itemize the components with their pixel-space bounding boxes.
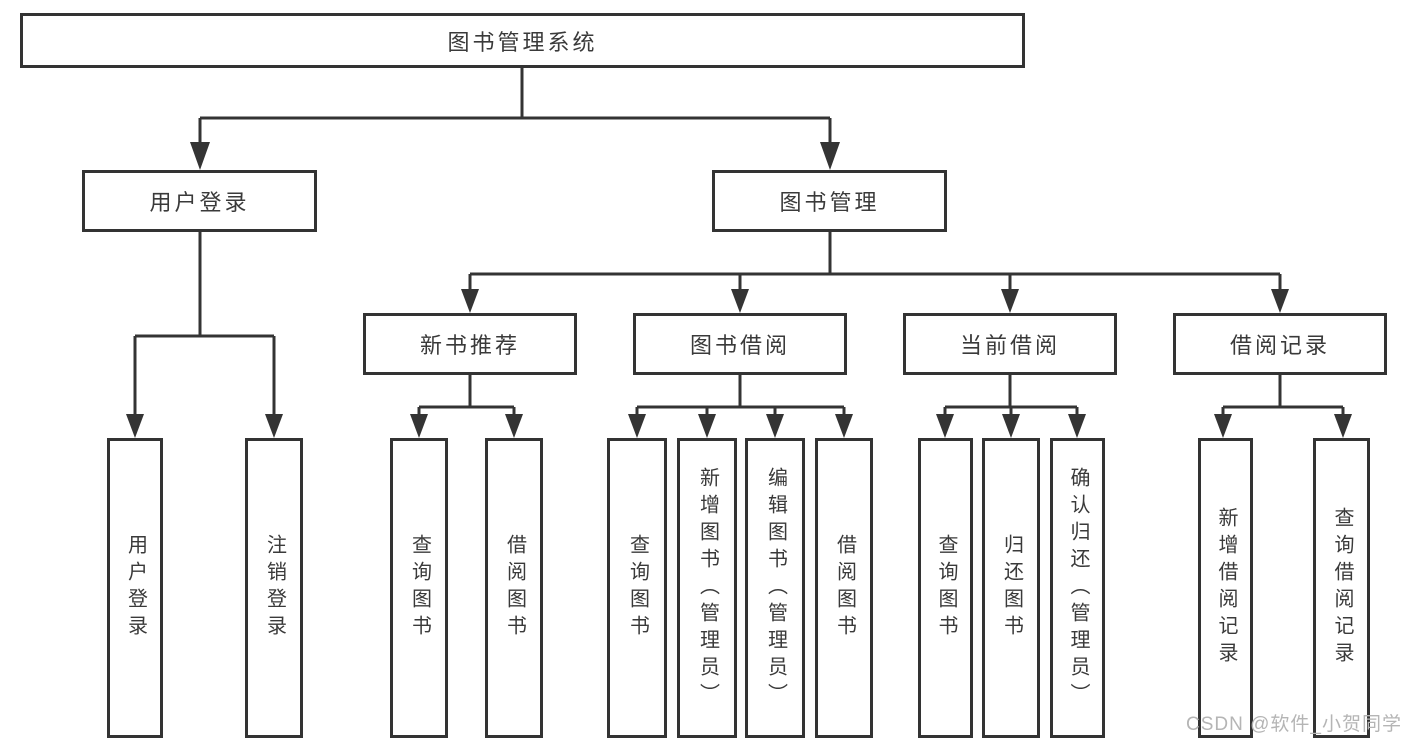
node-label: 用户登录	[124, 534, 147, 642]
leaf-edit-books-admin: 编辑图书（管理员）	[745, 438, 805, 738]
node-label: 查询图书	[408, 534, 431, 642]
arrowhead	[1068, 414, 1086, 438]
arrowhead	[1214, 414, 1232, 438]
node-label: 借阅记录	[1229, 333, 1330, 358]
leaf-query-books-1: 查询图书	[390, 438, 448, 738]
leaf-add-borrow-record: 新增借阅记录	[1198, 438, 1253, 738]
arrowhead	[1001, 289, 1019, 313]
node-library-management-system: 图书管理系统	[20, 13, 1025, 68]
arrowhead	[1271, 289, 1289, 313]
node-label: 查询借阅记录	[1331, 507, 1353, 669]
arrowhead	[126, 414, 144, 438]
node-borrow-records: 借阅记录	[1173, 313, 1387, 375]
node-current-borrow: 当前借阅	[903, 313, 1117, 375]
node-label: 查询图书	[935, 534, 957, 642]
node-label: 编辑图书（管理员）	[764, 466, 787, 710]
arrowhead	[835, 414, 853, 438]
leaf-borrow-books-2: 借阅图书	[815, 438, 873, 738]
arrowhead	[190, 142, 210, 170]
arrowhead	[766, 414, 784, 438]
leaf-borrow-books-1: 借阅图书	[485, 438, 543, 738]
connector-user-login-children	[133, 232, 276, 424]
leaf-add-books-admin: 新增图书（管理员）	[677, 438, 737, 738]
node-book-management: 图书管理	[712, 170, 947, 232]
connector-borrow-records-children	[1221, 375, 1345, 424]
leaf-confirm-return-admin: 确认归还（管理员）	[1050, 438, 1105, 738]
node-label: 查询图书	[626, 534, 649, 642]
node-label: 当前借阅	[959, 333, 1060, 358]
node-book-borrow: 图书借阅	[633, 313, 847, 375]
arrowhead	[505, 414, 523, 438]
node-label: 图书借阅	[689, 333, 790, 358]
leaf-logout: 注销登录	[245, 438, 303, 738]
node-label: 新增借阅记录	[1215, 507, 1237, 669]
leaf-user-login: 用户登录	[107, 438, 163, 738]
node-label: 图书管理系统	[447, 29, 598, 55]
connector-new-book-recommend-children	[417, 375, 516, 424]
node-new-book-recommend: 新书推荐	[363, 313, 577, 375]
node-label: 确认归还（管理员）	[1067, 466, 1089, 710]
arrowhead	[410, 414, 428, 438]
watermark: CSDN @软件_小贺同学	[1186, 714, 1402, 735]
node-label: 借阅图书	[503, 534, 526, 642]
node-label: 新书推荐	[419, 333, 520, 358]
node-label: 借阅图书	[833, 534, 856, 642]
arrowhead	[265, 414, 283, 438]
node-label: 用户登录	[149, 190, 250, 215]
arrowhead	[936, 414, 954, 438]
leaf-query-books-3: 查询图书	[918, 438, 973, 738]
node-label: 新增图书（管理员）	[696, 466, 719, 710]
arrowhead	[698, 414, 716, 438]
arrowhead	[820, 142, 840, 170]
leaf-query-books-2: 查询图书	[607, 438, 667, 738]
node-label: 注销登录	[263, 534, 286, 642]
connector-root-to-level2	[198, 68, 832, 150]
connector-book-management-children	[468, 232, 1282, 299]
connector-book-borrow-children	[635, 375, 846, 424]
arrowhead	[731, 289, 749, 313]
node-label: 归还图书	[1000, 534, 1023, 642]
node-label: 图书管理	[779, 190, 880, 215]
arrowhead	[628, 414, 646, 438]
arrowhead	[1002, 414, 1020, 438]
arrowhead	[461, 289, 479, 313]
arrowhead	[1334, 414, 1352, 438]
node-user-login: 用户登录	[82, 170, 317, 232]
leaf-query-borrow-record: 查询借阅记录	[1313, 438, 1370, 738]
leaf-return-books: 归还图书	[982, 438, 1040, 738]
